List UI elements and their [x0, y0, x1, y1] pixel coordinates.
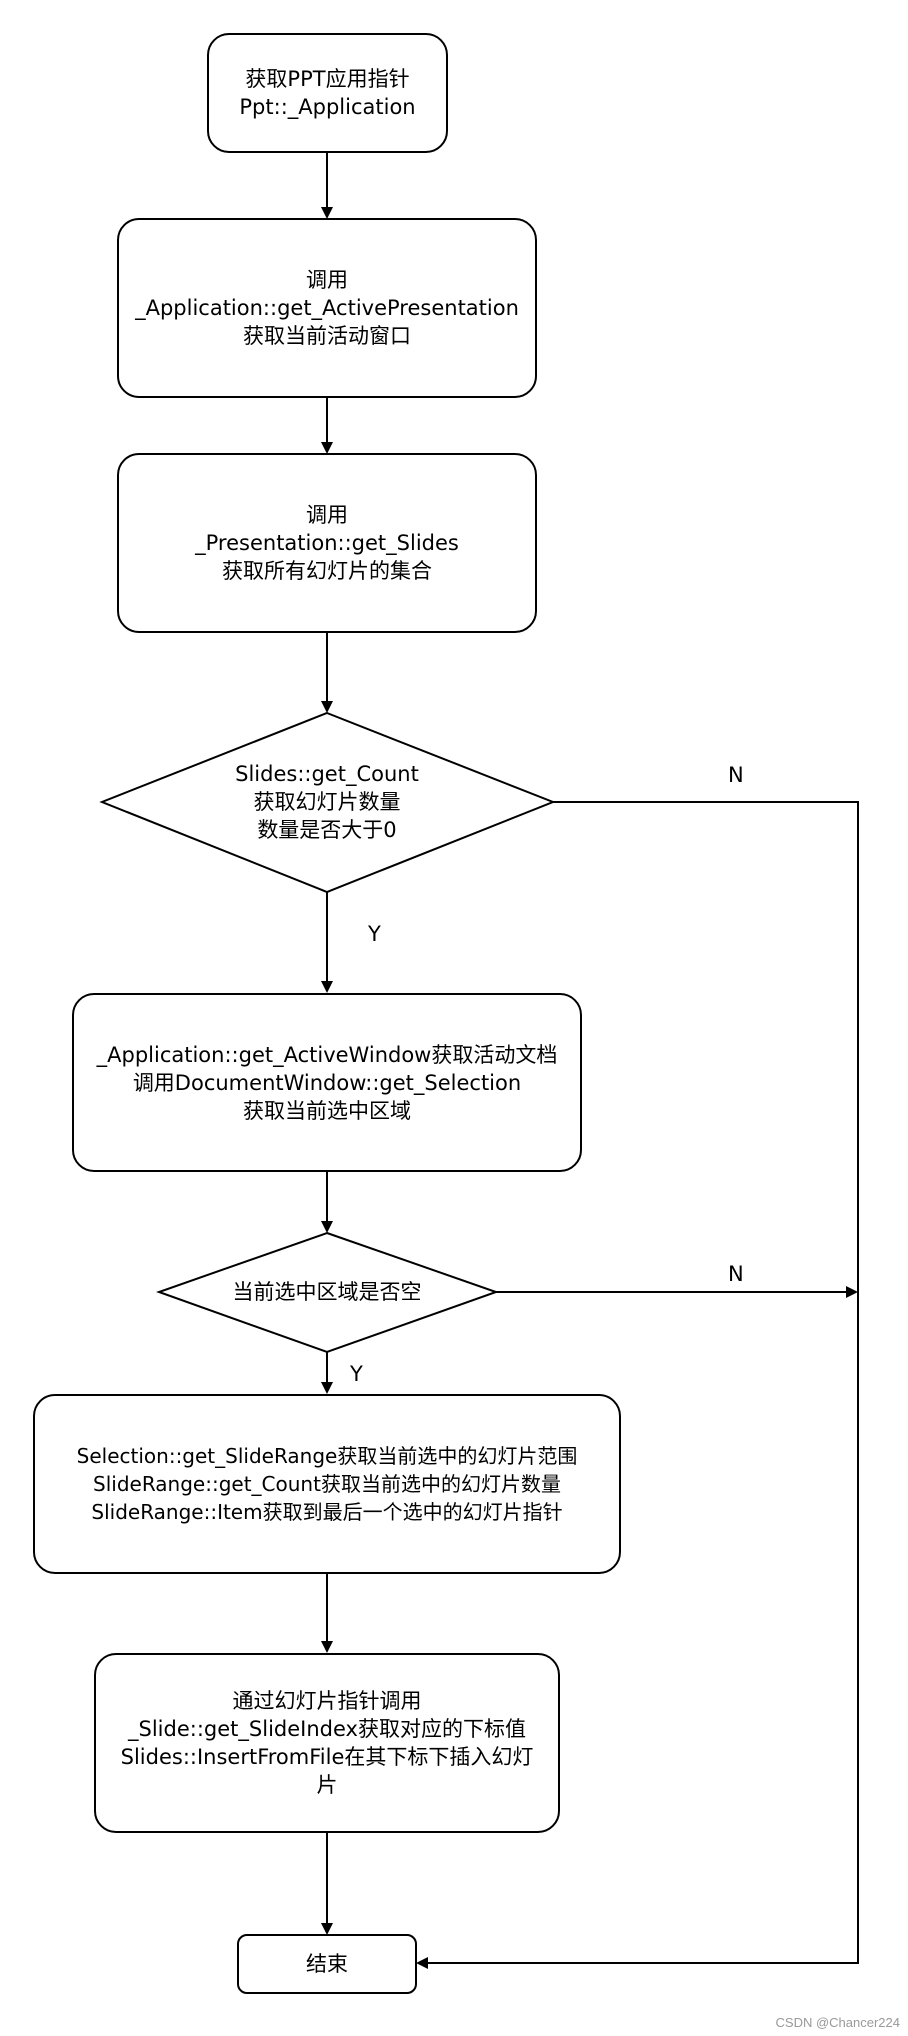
step2-line-3: 获取所有幻灯片的集合 [222, 559, 432, 583]
end-line-1: 结束 [306, 1952, 348, 1976]
decision1-line-3: 数量是否大于0 [257, 818, 397, 842]
decision2-label: 当前选中区域是否空 [197, 1272, 457, 1312]
step1-line-1: 调用 [306, 268, 348, 292]
decision1-line-1: Slides::get_Count [235, 762, 419, 786]
step5-line-2: _Slide::get_SlideIndex获取对应的下标值 [128, 1717, 526, 1741]
decision1-no-label: N [728, 763, 744, 787]
step5-line-4: 片 [316, 1773, 338, 1797]
decision1-line-2: 获取幻灯片数量 [253, 790, 401, 814]
step2-line-1: 调用 [306, 503, 348, 527]
step4-line-1: Selection::get_SlideRange获取当前选中的幻灯片范围 [76, 1444, 578, 1468]
start-line-1: 获取PPT应用指针 [245, 67, 410, 91]
step4-line-2: SlideRange::get_Count获取当前选中的幻灯片数量 [93, 1472, 561, 1496]
step5-line-3: Slides::InsertFromFile在其下标下插入幻灯 [120, 1745, 534, 1769]
step1-line-3: 获取当前活动窗口 [243, 324, 411, 348]
step2-node: 调用 _Presentation::get_Slides 获取所有幻灯片的集合 [117, 453, 537, 633]
step3-line-3: 获取当前选中区域 [243, 1098, 411, 1123]
decision1-yes-label: Y [368, 922, 381, 946]
start-node: 获取PPT应用指针 Ppt::_Application [207, 33, 448, 153]
step1-node: 调用 _Application::get_ActivePresentation … [117, 218, 537, 398]
decision2-no-label: N [728, 1262, 744, 1286]
step5-node: 通过幻灯片指针调用 _Slide::get_SlideIndex获取对应的下标值… [94, 1653, 560, 1833]
end-node: 结束 [237, 1934, 417, 1994]
step5-line-1: 通过幻灯片指针调用 [232, 1689, 422, 1713]
edge-decision1-no [416, 801, 859, 1969]
decision2-line-1: 当前选中区域是否空 [232, 1280, 422, 1304]
decision2-yes-label: Y [350, 1362, 363, 1386]
step3-line-1: _Application::get_ActiveWindow获取活动文档 [96, 1042, 558, 1067]
step4-line-3: SlideRange::Item获取到最后一个选中的幻灯片指针 [91, 1500, 563, 1524]
decision1-label: Slides::get_Count 获取幻灯片数量 数量是否大于0 [177, 745, 477, 859]
step3-line-2: 调用DocumentWindow::get_Selection [132, 1070, 522, 1095]
start-line-2: Ppt::_Application [239, 95, 416, 119]
step3-node: _Application::get_ActiveWindow获取活动文档 调用D… [72, 993, 582, 1172]
watermark: CSDN @Chancer224 [775, 2015, 900, 2030]
step1-line-2: _Application::get_ActivePresentation [135, 296, 519, 320]
step2-line-2: _Presentation::get_Slides [195, 531, 459, 555]
step4-node: Selection::get_SlideRange获取当前选中的幻灯片范围 Sl… [33, 1394, 621, 1574]
